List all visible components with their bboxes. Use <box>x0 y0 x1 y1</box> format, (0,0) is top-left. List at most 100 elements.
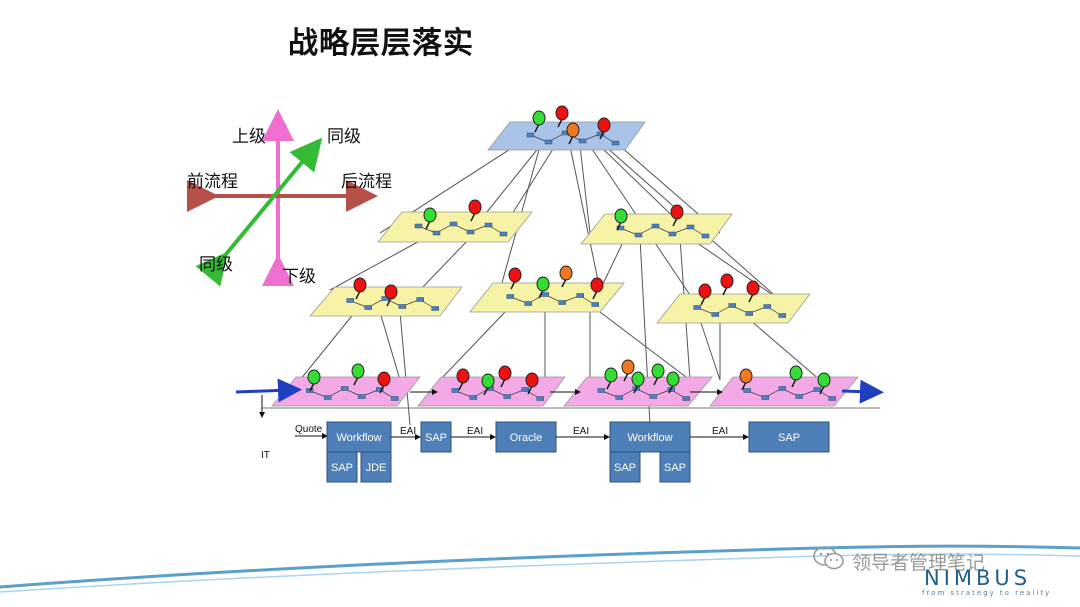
network-node <box>611 140 620 146</box>
status-pin-icon <box>456 368 470 384</box>
status-pin-icon <box>384 284 398 300</box>
network-node <box>376 387 384 392</box>
direction-cross <box>187 109 378 287</box>
network-node <box>651 223 660 229</box>
plane-level-2-right <box>580 213 733 245</box>
network-node <box>615 395 623 400</box>
status-pin-icon <box>666 371 680 387</box>
status-pin-icon <box>307 369 321 385</box>
network-node <box>591 302 599 307</box>
jde-label: JDE <box>366 462 387 474</box>
network-node <box>795 394 803 399</box>
network-node <box>668 231 677 237</box>
flow-out-arrow <box>841 379 884 404</box>
status-pin-icon <box>532 110 546 126</box>
footer-swoosh <box>0 544 1080 593</box>
network-node <box>544 139 553 145</box>
network-node <box>526 132 535 138</box>
status-pin-icon <box>566 122 580 138</box>
status-pin-icon <box>698 283 712 299</box>
jde-box <box>360 451 392 483</box>
status-pin-icon <box>651 363 665 379</box>
status-pin-icon <box>536 276 550 292</box>
network-node <box>506 294 514 299</box>
plane-level-3-right <box>656 293 811 324</box>
sap-box-a <box>326 451 358 483</box>
status-pin-icon <box>353 277 367 293</box>
label-peer-bottom: 同级 <box>199 255 233 275</box>
status-pin-icon <box>597 117 611 133</box>
network-node <box>416 297 424 302</box>
network-node <box>743 388 751 393</box>
network-node <box>616 225 625 231</box>
sap-box-c <box>609 451 641 483</box>
label-prev: 前流程 <box>187 172 238 192</box>
status-pin-icon <box>604 367 618 383</box>
status-pin-icon <box>508 267 522 283</box>
network-node <box>503 394 511 399</box>
network-node <box>524 301 532 306</box>
network-node <box>576 293 584 298</box>
status-pin-icon <box>559 265 573 281</box>
status-pin-icon <box>746 280 760 296</box>
plane-process-4 <box>709 376 859 407</box>
network-node <box>364 305 372 310</box>
network-node <box>578 138 587 144</box>
network-node <box>778 313 786 318</box>
network-node <box>449 221 458 227</box>
sap-label-d: SAP <box>664 462 686 474</box>
plane-level-1 <box>487 121 646 151</box>
status-pin-icon <box>377 371 391 387</box>
network-node <box>341 386 349 391</box>
status-pin-icon <box>351 363 365 379</box>
network-node <box>761 395 769 400</box>
status-pin-icon <box>481 373 495 389</box>
status-pin-icon <box>817 372 831 388</box>
network-node <box>432 230 441 236</box>
network-node <box>391 396 399 401</box>
status-pin-icon <box>621 359 635 375</box>
status-pin-icon <box>590 277 604 293</box>
status-pin-icon <box>525 372 539 388</box>
status-pin-icon <box>498 365 512 381</box>
brand-tagline: from strategy to reality <box>922 589 1052 597</box>
sap-box-b <box>420 421 452 453</box>
network-node <box>763 304 771 309</box>
slide-title: 战略层层落实 <box>288 26 474 61</box>
network-node <box>596 131 605 137</box>
network-node <box>778 386 786 391</box>
process-planes <box>271 121 859 407</box>
network-node <box>649 394 657 399</box>
plane-level-3-left <box>309 286 463 317</box>
network-node <box>469 395 477 400</box>
eai-label-1: EAI <box>400 426 416 437</box>
status-pin-icon <box>789 365 803 381</box>
network-node <box>828 396 836 401</box>
network-node <box>682 396 690 401</box>
network-node <box>701 233 710 239</box>
watermark-text: 领导者管理笔记 <box>852 552 986 574</box>
it-label: IT <box>261 450 270 461</box>
peer-arrow <box>195 137 323 287</box>
label-down: 下级 <box>282 267 316 287</box>
sap-label-b: SAP <box>425 432 447 444</box>
network-node <box>728 303 736 308</box>
eai-label-4: EAI <box>712 426 728 437</box>
brand-logo: NIMBUS <box>924 566 1032 590</box>
network-node <box>451 388 459 393</box>
workflow-label-1: Workflow <box>336 432 381 444</box>
workflow-box-1 <box>326 421 392 453</box>
status-pin-icon <box>720 273 734 289</box>
oracle-label: Oracle <box>510 432 542 444</box>
network-node <box>711 312 719 317</box>
network-node <box>536 396 544 401</box>
network-node <box>597 388 605 393</box>
network-node <box>324 395 332 400</box>
network-node <box>693 305 701 310</box>
status-pin-icon <box>631 371 645 387</box>
status-pins <box>307 105 831 396</box>
network-node <box>431 306 439 311</box>
network-node <box>466 229 475 235</box>
sap-label-a: SAP <box>331 462 353 474</box>
